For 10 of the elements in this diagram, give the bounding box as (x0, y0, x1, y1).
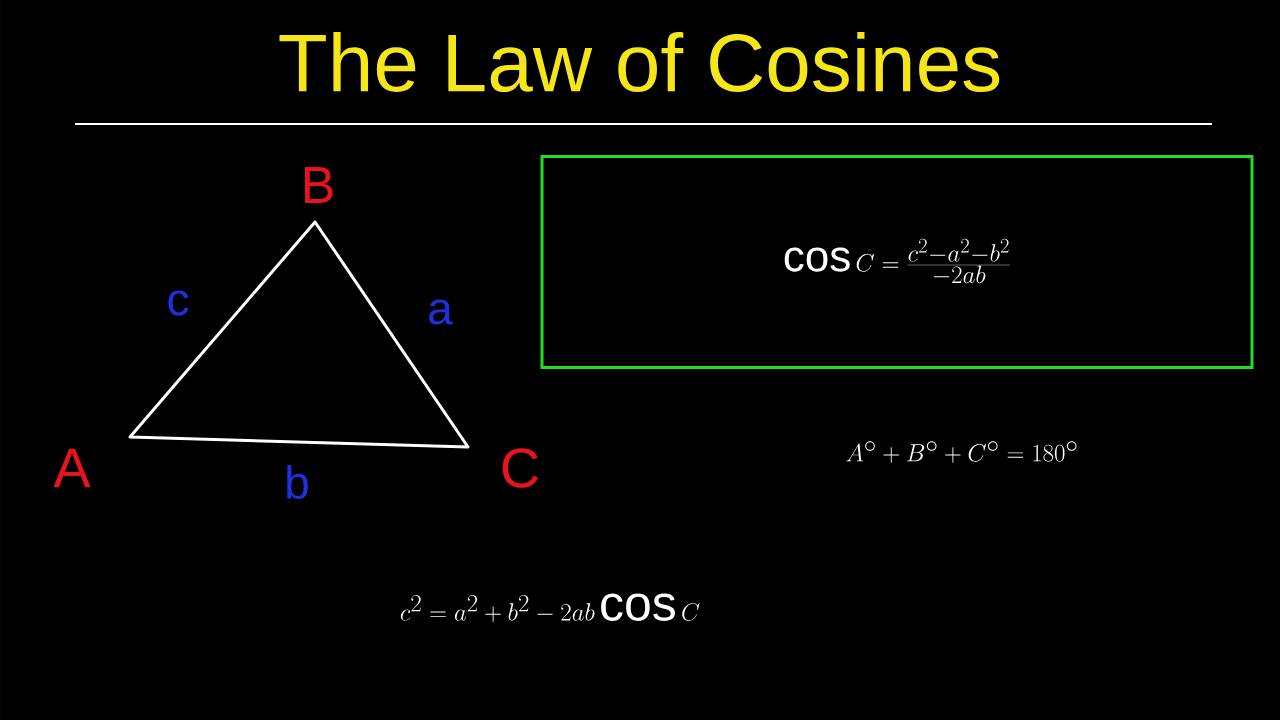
angle-sum-formula: $A^{\circ} + B^{\circ} + C^{\circ} = 180^{\circ}$ (846, 441, 1077, 463)
vertex-label: A (53, 448, 91, 488)
formula-box: $\cos C = \frac{c^{2} - a^{2} - b^{2}}{-2ab}$ (540, 155, 1254, 369)
law-of-cosines-formula: $c^{2} = a^{2} + b^{2} - 2ab\cos C$ (400, 593, 700, 622)
vertex-label: C (502, 448, 539, 488)
side-label: a (429, 299, 453, 325)
side-label: c (168, 290, 189, 316)
vertex-label: B (304, 167, 333, 203)
title: The Law of Cosines (279, 31, 1000, 93)
side-label: b (287, 465, 308, 499)
